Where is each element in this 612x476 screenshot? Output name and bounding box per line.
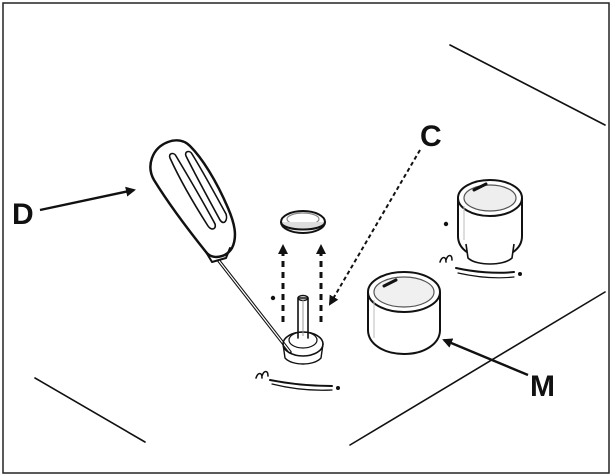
flame-scale-rear-icon xyxy=(439,254,522,279)
label-m: M xyxy=(530,370,555,403)
control-knob-rear-icon xyxy=(457,179,523,265)
indicator-dot xyxy=(270,295,276,301)
knob-cap-icon xyxy=(280,210,326,234)
valve-stem-icon xyxy=(282,294,324,365)
flame-scale-icon xyxy=(255,370,340,391)
callout-arrow-c xyxy=(328,149,421,306)
screwdriver-icon xyxy=(149,139,292,354)
control-knob-icon xyxy=(367,271,441,356)
lift-arrows xyxy=(278,244,326,322)
callout-arrow-d xyxy=(39,186,136,212)
label-d: D xyxy=(12,198,34,231)
indicator-dot-rear xyxy=(443,221,449,227)
label-c: C xyxy=(420,120,442,153)
cooktop-edges xyxy=(34,44,606,446)
callout-arrow-m xyxy=(442,338,529,377)
